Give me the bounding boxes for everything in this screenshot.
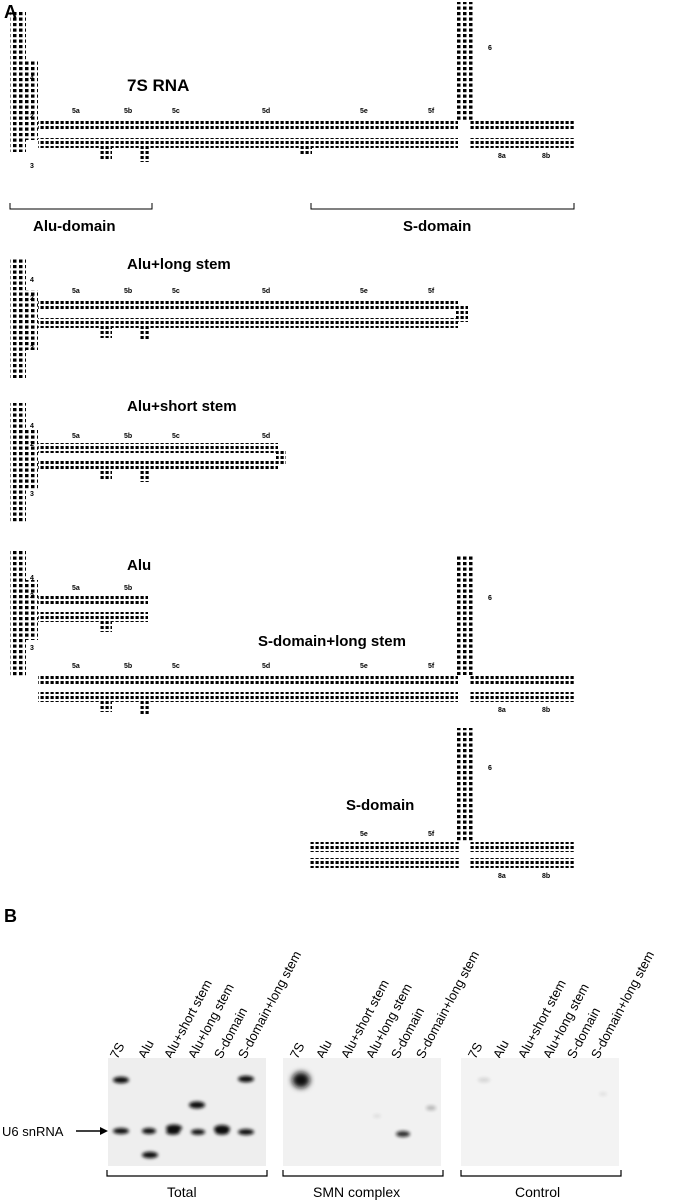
panel-b-label: B	[4, 906, 17, 926]
svg-text:2: 2	[30, 113, 34, 120]
structure-s-domain-long-stem: 5a 5b 5c 5d 5e 5f 6 8a 8b	[38, 555, 575, 716]
svg-text:5a: 5a	[72, 585, 80, 592]
svg-text:2: 2	[30, 295, 34, 302]
s-domain-bracket	[310, 203, 575, 210]
structure-alu: 5a 5b 2 3 4	[10, 550, 148, 676]
svg-text:8b: 8b	[542, 873, 550, 880]
svg-text:5e: 5e	[360, 663, 368, 670]
svg-text:5b: 5b	[124, 585, 132, 592]
svg-text:6: 6	[488, 595, 492, 602]
svg-text:8b: 8b	[542, 707, 550, 714]
svg-text:5d: 5d	[262, 663, 270, 670]
svg-text:5c: 5c	[172, 288, 180, 295]
construct-title-alu-short-stem: Alu+short stem	[127, 398, 237, 415]
construct-title-alu-long-stem: Alu+long stem	[127, 256, 231, 273]
secondary-structure-diagrams: 5a 5b 5c 5d 5e 5f 6 8a 8b 2 3 4 5a 5b 5c 5d 5e 5f …	[9, 2, 575, 880]
svg-text:5a: 5a	[72, 433, 80, 440]
construct-title-alu: Alu	[127, 557, 152, 574]
svg-text:5f: 5f	[428, 831, 435, 838]
svg-text:4: 4	[30, 575, 34, 582]
structure-alu-long-stem: 5a 5b 5c 5d 5e 5f 2 3 4	[10, 258, 468, 378]
svg-text:5f: 5f	[428, 108, 435, 115]
blot-control	[461, 1058, 619, 1166]
structure-alu-short-stem: 5a 5b 5c 5d 2 3 4	[10, 403, 286, 523]
svg-text:8b: 8b	[542, 153, 550, 160]
svg-text:5f: 5f	[428, 288, 435, 295]
svg-text:3: 3	[30, 163, 34, 170]
svg-text:4: 4	[30, 277, 34, 284]
svg-text:8a: 8a	[498, 873, 506, 880]
svg-text:3: 3	[30, 491, 34, 498]
svg-text:5a: 5a	[72, 288, 80, 295]
svg-text:3: 3	[30, 345, 34, 352]
s-domain-label: S-domain	[403, 218, 472, 235]
u6-arrow-icon	[76, 1127, 108, 1135]
svg-text:5e: 5e	[360, 831, 368, 838]
svg-text:5d: 5d	[262, 433, 270, 440]
svg-text:5b: 5b	[124, 433, 132, 440]
lane-label-sdomain-long-control: S-domain+long stem	[587, 948, 658, 1061]
svg-text:5e: 5e	[360, 288, 368, 295]
structure-7s-rna: 5a 5b 5c 5d 5e 5f 6 8a 8b 2 3 4	[10, 2, 575, 170]
svg-text:4: 4	[30, 423, 34, 430]
blot-total	[108, 1058, 266, 1166]
group-label-control: Control	[515, 1184, 561, 1200]
svg-text:5b: 5b	[124, 663, 132, 670]
blot-smn-complex	[283, 1058, 441, 1166]
alu-domain-bracket	[9, 203, 153, 210]
group-label-total: Total	[167, 1184, 197, 1200]
group-label-smn-complex: SMN complex	[313, 1184, 401, 1200]
svg-text:6: 6	[488, 45, 492, 52]
svg-text:5a: 5a	[72, 663, 80, 670]
svg-text:5c: 5c	[172, 663, 180, 670]
svg-text:5d: 5d	[262, 108, 270, 115]
svg-text:6: 6	[488, 765, 492, 772]
svg-text:5a: 5a	[72, 108, 80, 115]
construct-title-s-domain: S-domain	[346, 797, 415, 814]
svg-text:3: 3	[30, 645, 34, 652]
svg-text:5d: 5d	[262, 288, 270, 295]
construct-title-s-domain-long-stem: S-domain+long stem	[258, 633, 406, 650]
group-brackets	[106, 1170, 622, 1177]
svg-text:8a: 8a	[498, 153, 506, 160]
construct-title-7s-rna: 7S RNA	[127, 76, 190, 95]
svg-text:5c: 5c	[172, 433, 180, 440]
svg-text:8a: 8a	[498, 707, 506, 714]
svg-text:2: 2	[30, 593, 34, 600]
svg-text:2: 2	[30, 441, 34, 448]
u6-snrna-marker-label: U6 snRNA	[2, 1124, 64, 1139]
gel-blots	[76, 1058, 622, 1177]
structure-s-domain: 5e 5f 6 8a 8b	[310, 728, 575, 880]
svg-text:5f: 5f	[428, 663, 435, 670]
svg-text:5e: 5e	[360, 108, 368, 115]
svg-text:5c: 5c	[172, 108, 180, 115]
alu-domain-label: Alu-domain	[33, 218, 116, 235]
svg-text:5b: 5b	[124, 108, 132, 115]
svg-text:4: 4	[30, 75, 34, 82]
svg-text:5b: 5b	[124, 288, 132, 295]
